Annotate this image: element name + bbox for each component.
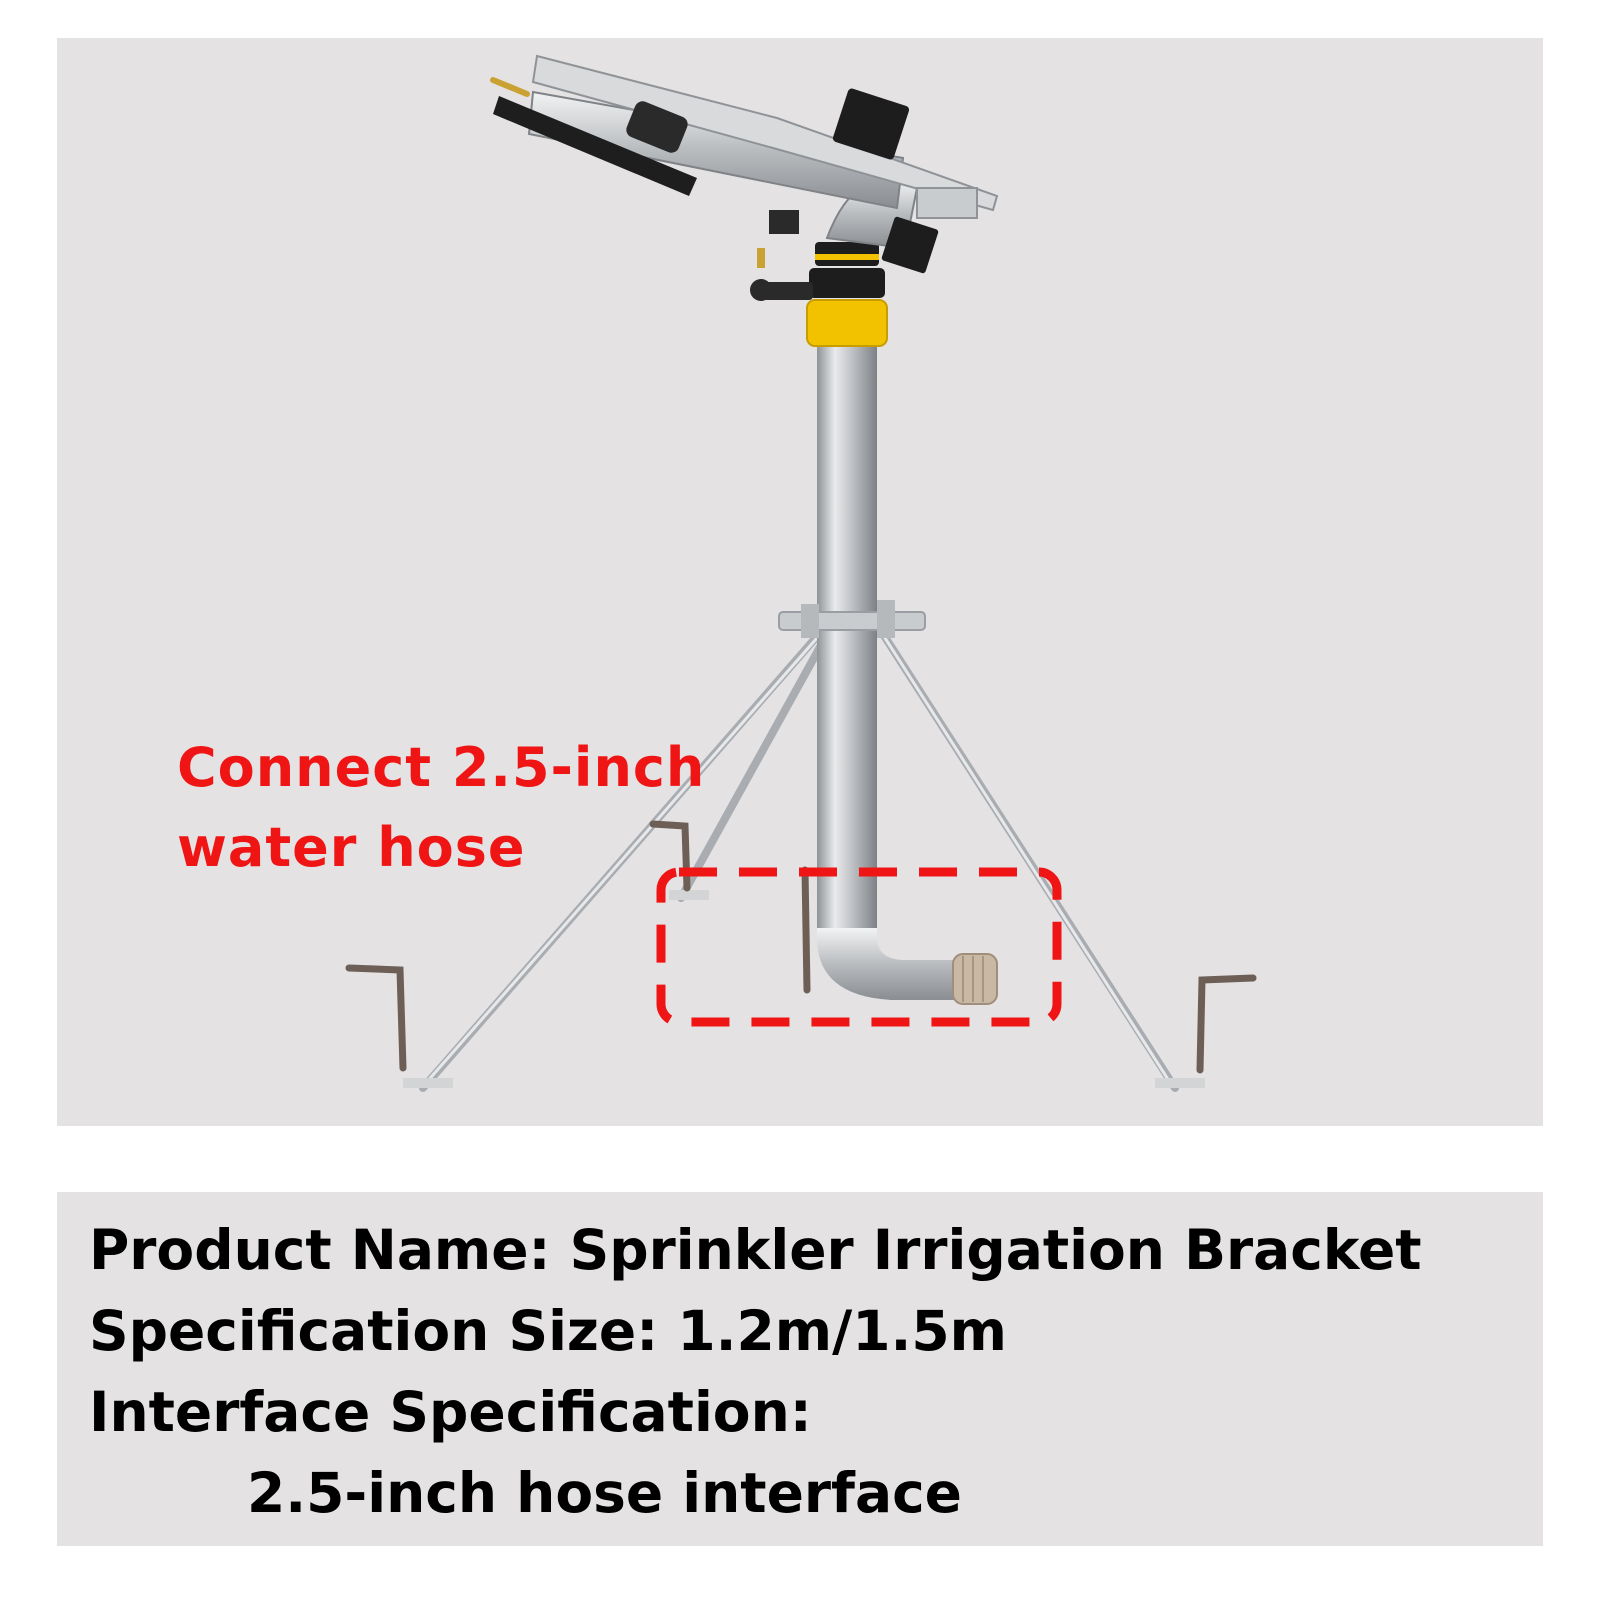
ground-stake-left xyxy=(345,964,407,1072)
hose-connection-highlight-box xyxy=(656,867,1062,1027)
nozzle-cap xyxy=(626,101,688,153)
callout-line-2: water hose xyxy=(177,816,526,879)
ground-stake-back xyxy=(649,820,691,892)
tripod-leg-back xyxy=(677,634,829,902)
ground-stake-right xyxy=(1196,974,1257,1074)
hose-barb-fitting xyxy=(952,953,998,1005)
black-ring-lower xyxy=(809,268,885,298)
leg-foot-left xyxy=(403,1078,453,1088)
hose-elbow xyxy=(817,928,957,1000)
leg-foot-right xyxy=(1155,1078,1205,1088)
ground-stakes xyxy=(345,820,1257,1074)
gun-upper-arm xyxy=(531,54,999,212)
sprinkler-gun xyxy=(490,54,999,274)
hose-connection-callout: Connect 2.5-inch water hose xyxy=(177,728,705,888)
leg-clamp-ring xyxy=(778,611,926,631)
riser-pipe xyxy=(817,338,877,938)
callout-line-1: Connect 2.5-inch xyxy=(177,736,706,799)
product-info-panel: Product Name: Sprinkler Irrigation Brack… xyxy=(57,1192,1543,1546)
product-spec-list: Product Name: Sprinkler Irrigation Brack… xyxy=(89,1210,1422,1534)
sprinkler-bracket-illustration xyxy=(345,54,1257,1092)
product-photo-panel: Connect 2.5-inch water hose xyxy=(57,38,1543,1126)
motor-box-top xyxy=(832,88,910,160)
swing-arm xyxy=(493,96,697,196)
interface-spec-value: 2.5-inch hose interface xyxy=(247,1461,962,1525)
yellow-coupling xyxy=(806,299,888,347)
counterweight-box xyxy=(881,216,939,274)
interface-spec-label: Interface Specification: xyxy=(89,1380,812,1444)
leg-foot-back xyxy=(669,890,709,900)
specification-size-line: Specification Size: 1.2m/1.5m xyxy=(89,1299,1007,1363)
ground-stake-center xyxy=(801,866,811,994)
product-name-line: Product Name: Sprinkler Irrigation Brack… xyxy=(89,1218,1422,1282)
